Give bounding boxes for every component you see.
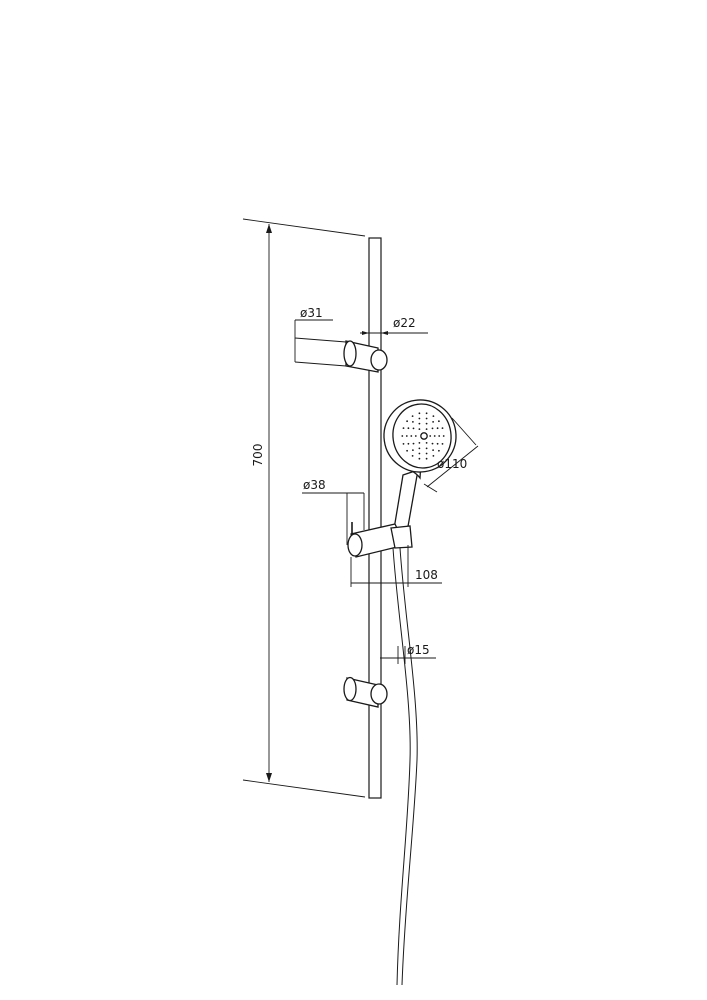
nozzle-dot [431,427,434,430]
hose-diameter-label: ø15 [407,643,430,657]
nozzle-dot [438,420,440,423]
nozzle-dot [425,412,428,415]
nozzle-dot [432,449,434,451]
nozzle-dot [402,427,405,429]
nozzle-dot [411,455,414,457]
projection-label: 108 [415,568,438,582]
nozzle-dot [418,412,421,415]
nozzle-dot [418,417,421,420]
nozzle-dot [425,428,428,430]
nozzle-dot [425,452,428,455]
nozzle-dot [407,427,410,430]
nozzle-dot [411,415,414,417]
top-wall-bracket [343,340,388,373]
nozzle-dot [438,449,440,452]
head-diameter-label: ø110 [437,457,467,471]
nozzle-dot [410,435,413,437]
slider-holder [347,522,413,558]
nozzle-dot [425,422,428,425]
nozzle-dot [412,442,415,445]
shower-hose [392,547,418,986]
bracket-diameter-label: ø31 [300,306,323,320]
nozzle-dot [436,427,439,430]
nozzle-dot [414,435,417,437]
nozzle-dot [406,449,408,452]
nozzle-dot [401,435,404,437]
nozzle-dot [431,442,434,445]
nozzle-dot [407,442,410,445]
rail-diameter-label: ø22 [393,316,416,330]
slider-diameter-label: ø38 [303,478,326,492]
rail-diameter-dimension: ø22 [360,316,428,337]
nozzle-dot [436,442,439,445]
nozzle-dot [441,443,444,445]
bracket-diameter-dimension: ø31 [294,306,347,367]
hose-diameter-dimension: ø15 [380,643,436,664]
nozzle-dot [405,435,408,437]
nozzle-dot [433,435,436,437]
nozzle-dot [432,415,435,417]
nozzle-dot [441,427,444,429]
nozzle-dot [425,442,428,444]
nozzle-dot [402,443,405,445]
nozzle-dot [425,417,428,420]
length-dimension: 700 [242,218,366,798]
nozzle-dot [418,442,421,444]
spray-nozzles [401,412,445,460]
head-diameter-dimension: ø110 [423,417,479,493]
nozzle-dot [418,452,421,455]
nozzle-dot [418,447,421,450]
projection-dimension: 108 [350,545,442,587]
slider-diameter-dimension: ø38 [302,478,365,545]
nozzle-dot [412,449,414,451]
length-label: 700 [251,444,265,467]
nozzle-dot [432,421,434,423]
nozzle-dot [406,420,408,423]
nozzle-dot [418,422,421,425]
nozzle-dot [432,455,435,457]
bottom-wall-bracket [343,676,388,708]
nozzle-dot [429,435,432,437]
hand-shower [383,399,457,536]
nozzle-dot [412,421,414,423]
nozzle-dot [425,457,428,460]
nozzle-dot [425,447,428,450]
nozzle-dot [418,457,421,460]
nozzle-dot [418,428,421,430]
nozzle-dot [412,427,415,430]
nozzle-dot [438,435,441,437]
nozzle-dot [442,435,445,437]
slide-rail [368,237,382,799]
